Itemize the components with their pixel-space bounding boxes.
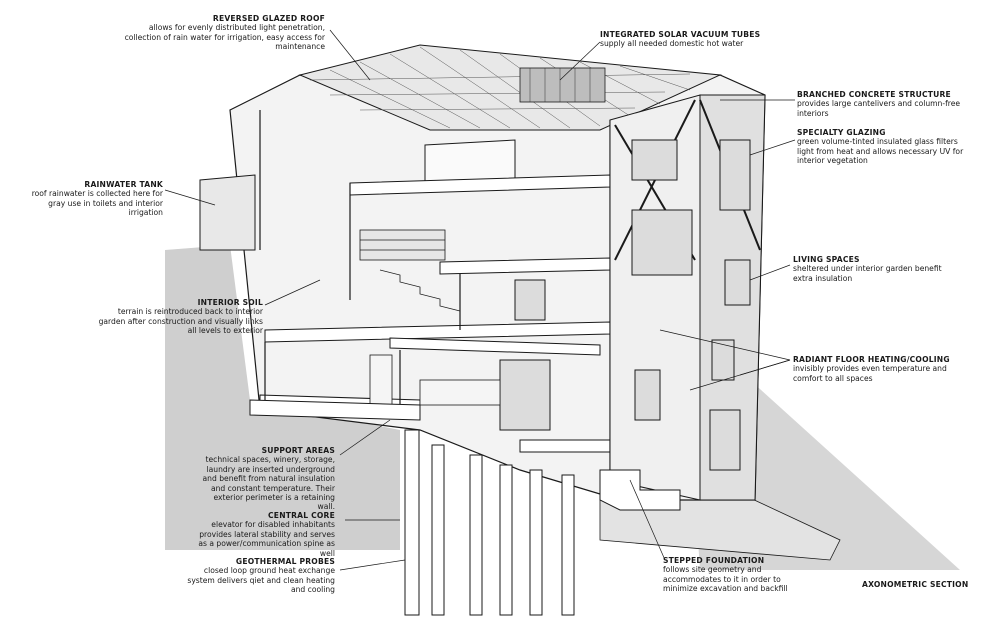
callout-title: RAINWATER TANK	[84, 180, 163, 189]
callout-title: RADIANT FLOOR HEATING/COOLING	[793, 355, 950, 364]
callout-desc: supply all needed domestic hot water	[600, 39, 744, 49]
solar-tube-lines	[529, 68, 591, 102]
branched-concrete-facade	[609, 94, 701, 501]
callout-title: GEOTHERMAL PROBES	[235, 557, 335, 566]
callout-specialty-glazing: SPECIALTY GLAZING green volume-tinted in…	[797, 128, 972, 166]
callout-radiant-floor: RADIANT FLOOR HEATING/COOLING invisibly …	[793, 355, 958, 383]
callout-desc: allows for evenly distributed light pene…	[124, 23, 325, 52]
callout-desc: provides large cantelivers and column-fr…	[797, 99, 961, 118]
callout-desc: roof rainwater is collected here for gra…	[31, 189, 163, 218]
rainwater-tank	[199, 174, 256, 251]
callout-reversed-glazed-roof: REVERSED GLAZED ROOF allows for evenly d…	[120, 14, 325, 52]
callout-central-core: CENTRAL CORE elevator for disabled inhab…	[195, 511, 335, 558]
foundation-slab	[249, 399, 421, 421]
reversed-glazed-roof	[298, 44, 722, 131]
callout-desc: terrain is reintroduced back to interior…	[98, 307, 263, 336]
callout-title: BRANCHED CONCRETE STRUCTURE	[797, 90, 951, 99]
callout-desc: elevator for disabled inhabitants provid…	[198, 520, 335, 558]
callout-desc: technical spaces, winery, storage, laund…	[202, 455, 336, 512]
laundry-machines	[369, 354, 393, 406]
callout-living-spaces: LIVING SPACES sheltered under interior g…	[793, 255, 963, 283]
callout-stepped-foundation: STEPPED FOUNDATION follows site geometry…	[663, 556, 813, 594]
callout-interior-soil: INTERIOR SOIL terrain is reintroduced ba…	[95, 298, 263, 336]
callout-title: REVERSED GLAZED ROOF	[212, 14, 325, 23]
callout-desc: closed loop ground heat exchange system …	[187, 566, 335, 595]
solar-vacuum-tubes	[519, 67, 606, 103]
callout-title: SUPPORT AREAS	[261, 446, 335, 455]
callout-rainwater-tank: RAINWATER TANK roof rainwater is collect…	[28, 180, 163, 218]
geothermal-probes	[404, 429, 575, 616]
kitchen-counter	[419, 379, 501, 406]
windows	[499, 139, 751, 471]
callout-leaders	[164, 29, 796, 571]
callout-geothermal-probes: GEOTHERMAL PROBES closed loop ground hea…	[185, 557, 335, 595]
stepped-foundation	[599, 469, 681, 511]
callout-title: INTEGRATED SOLAR VACUUM TUBES	[600, 30, 761, 39]
callout-title: CENTRAL CORE	[268, 511, 335, 520]
roof-glazing-grid	[309, 46, 691, 129]
interior-stair	[359, 229, 461, 312]
callout-title: INTERIOR SOIL	[197, 298, 263, 307]
callout-title: LIVING SPACES	[793, 255, 860, 264]
callout-desc: sheltered under interior garden benefit …	[793, 264, 942, 283]
terrain-shadow	[165, 245, 400, 550]
callout-branched-concrete-structure: BRANCHED CONCRETE STRUCTURE provides lar…	[797, 90, 972, 118]
callout-title: STEPPED FOUNDATION	[663, 556, 765, 565]
callout-support-areas: SUPPORT AREAS technical spaces, winery, …	[195, 446, 336, 512]
callout-desc: green volume-tinted insulated glass filt…	[797, 137, 964, 166]
callout-title: SPECIALTY GLAZING	[797, 128, 886, 137]
callout-solar-vacuum-tubes: INTEGRATED SOLAR VACUUM TUBES supply all…	[600, 30, 790, 49]
callout-desc: invisibly provides even temperature and …	[793, 364, 947, 383]
callout-desc: follows site geometry and accommodates t…	[663, 565, 788, 594]
drawing-caption: AXONOMETRIC SECTION	[862, 580, 969, 589]
